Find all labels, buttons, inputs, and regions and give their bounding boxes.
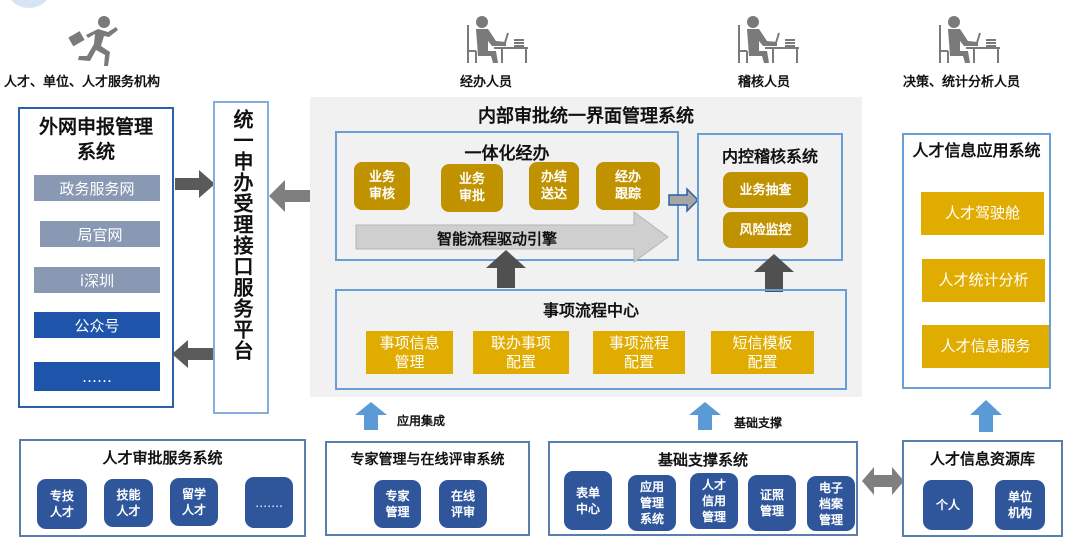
arrow-up-resource-icon bbox=[970, 400, 1002, 432]
process-flow-center-box: 事项流程中心 事项信息 管理 联办事项 配置 事项流程 配置 短信模板 配置 bbox=[335, 289, 847, 390]
arrow-up-to-audit-icon bbox=[754, 254, 794, 292]
engine-arrow-icon bbox=[355, 211, 669, 263]
person-at-desk-icon bbox=[939, 16, 1000, 63]
channel-official-account[interactable]: 公众号 bbox=[34, 312, 160, 338]
talent-approval-service-system: 人才审批服务系统 专技 人才 技能 人才 留学 人才 ……. bbox=[19, 439, 306, 537]
approval-system-title: 人才审批服务系统 bbox=[102, 449, 223, 467]
module-expert-management[interactable]: 专家 管理 bbox=[374, 480, 421, 528]
module-talent-info-service[interactable]: 人才信息服务 bbox=[922, 325, 1049, 368]
integrated-handling-title: 一体化经办 bbox=[464, 144, 550, 164]
arrow-to-audit-icon bbox=[668, 187, 700, 213]
arrow-right-to-platform-icon bbox=[175, 170, 215, 198]
module-business-spot-check[interactable]: 业务抽查 bbox=[723, 172, 808, 208]
engine-label: 智能流程驱动引擎 bbox=[437, 230, 558, 248]
talent-info-application-system: 人才信息应用系统 人才驾驶舱 人才统计分析 人才信息服务 bbox=[902, 133, 1051, 389]
running-person-with-briefcase-icon bbox=[68, 16, 118, 66]
module-online-review[interactable]: 在线 评审 bbox=[439, 480, 487, 528]
person-at-desk-icon bbox=[467, 16, 528, 63]
actor-label-auditors: 稽核人员 bbox=[738, 75, 791, 90]
connector-label-app-integration: 应用集成 bbox=[397, 414, 446, 428]
module-risk-monitoring[interactable]: 风险监控 bbox=[723, 212, 808, 248]
module-form-center[interactable]: 表单 中心 bbox=[564, 471, 612, 530]
module-item-info-management[interactable]: 事项信息 管理 bbox=[366, 331, 453, 374]
module-sms-template-config[interactable]: 短信模板 配置 bbox=[711, 331, 814, 374]
actor-label-decision-makers: 决策、统计分析人员 bbox=[903, 75, 1021, 90]
module-organization[interactable]: 单位 机构 bbox=[995, 480, 1045, 530]
module-talent-credit[interactable]: 人才 信用 管理 bbox=[690, 473, 738, 529]
actor-label-applicants: 人才、单位、人才服务机构 bbox=[4, 75, 161, 90]
module-handling-tracking[interactable]: 经办 跟踪 bbox=[596, 162, 660, 210]
arrow-up-to-integrated-icon bbox=[486, 250, 526, 288]
module-e-archive[interactable]: 电子 档案 管理 bbox=[807, 476, 855, 531]
module-joint-item-config[interactable]: 联办事项 配置 bbox=[473, 331, 569, 374]
internal-audit-box: 内控稽核系统 业务抽查 风险监控 bbox=[697, 133, 843, 261]
module-professional-talent[interactable]: 专技 人才 bbox=[37, 479, 87, 529]
module-business-review[interactable]: 业务 审核 bbox=[354, 162, 410, 210]
process-flow-center-title: 事项流程中心 bbox=[542, 301, 639, 320]
module-item-flow-config[interactable]: 事项流程 配置 bbox=[593, 331, 685, 374]
arrow-up-base-support-icon bbox=[689, 402, 721, 430]
bidirectional-arrow-resource-icon bbox=[862, 467, 904, 495]
decorative-circle bbox=[5, 0, 53, 8]
module-completion-delivery[interactable]: 办结 送达 bbox=[529, 162, 579, 210]
connector-label-base-support: 基础支撑 bbox=[734, 416, 783, 430]
arrow-up-app-integration-icon bbox=[355, 402, 387, 430]
bidirectional-arrow-icon bbox=[269, 180, 341, 212]
expert-system-title: 专家管理与在线评审系统 bbox=[350, 452, 505, 468]
actor-label-handlers: 经办人员 bbox=[460, 75, 513, 90]
module-individual[interactable]: 个人 bbox=[923, 480, 973, 530]
channel-bureau-website[interactable]: 局官网 bbox=[40, 221, 160, 247]
integrated-handling-box: 一体化经办 业务 审核 业务 审批 办结 送达 经办 跟踪 智能流程驱动引擎 bbox=[335, 131, 679, 263]
internal-audit-title: 内控稽核系统 bbox=[721, 147, 818, 166]
module-skilled-talent[interactable]: 技能 人才 bbox=[104, 479, 153, 527]
app-system-title: 人才信息应用系统 bbox=[912, 141, 1041, 160]
module-app-management[interactable]: 应用 管理 系统 bbox=[628, 475, 676, 531]
module-business-approval[interactable]: 业务 审批 bbox=[441, 164, 503, 212]
unified-application-interface-platform: 统一申办受理接口服务平台 bbox=[213, 101, 269, 414]
module-talent-statistics[interactable]: 人才统计分析 bbox=[922, 259, 1045, 302]
arrow-left-from-platform-icon bbox=[172, 340, 214, 368]
channel-more[interactable]: …… bbox=[34, 362, 160, 391]
talent-info-resource-library: 人才信息资源库 个人 单位 机构 bbox=[902, 440, 1063, 537]
base-support-system: 基础支撑系统 表单 中心 应用 管理 系统 人才 信用 管理 证照 管理 电子 … bbox=[548, 441, 858, 536]
module-more-talent[interactable]: ……. bbox=[245, 477, 293, 528]
base-system-title: 基础支撑系统 bbox=[657, 451, 748, 469]
channel-gov-service-net[interactable]: 政务服务网 bbox=[34, 175, 160, 201]
module-overseas-talent[interactable]: 留学 人才 bbox=[170, 478, 218, 526]
platform-title: 统一申办受理接口服务平台 bbox=[230, 109, 254, 361]
resource-library-title: 人才信息资源库 bbox=[929, 450, 1035, 468]
outer-application-system: 外网申报管理系统 政务服务网 局官网 i深圳 公众号 …… bbox=[18, 107, 174, 408]
module-talent-cockpit[interactable]: 人才驾驶舱 bbox=[921, 192, 1044, 235]
channel-i-shenzhen[interactable]: i深圳 bbox=[34, 267, 160, 293]
outer-system-title: 外网申报管理系统 bbox=[38, 116, 153, 163]
expert-management-review-system: 专家管理与在线评审系统 专家 管理 在线 评审 bbox=[325, 441, 530, 536]
internal-system-title: 内部审批统一界面管理系统 bbox=[478, 106, 694, 127]
person-at-desk-icon bbox=[738, 16, 799, 63]
module-license-management[interactable]: 证照 管理 bbox=[748, 475, 796, 531]
